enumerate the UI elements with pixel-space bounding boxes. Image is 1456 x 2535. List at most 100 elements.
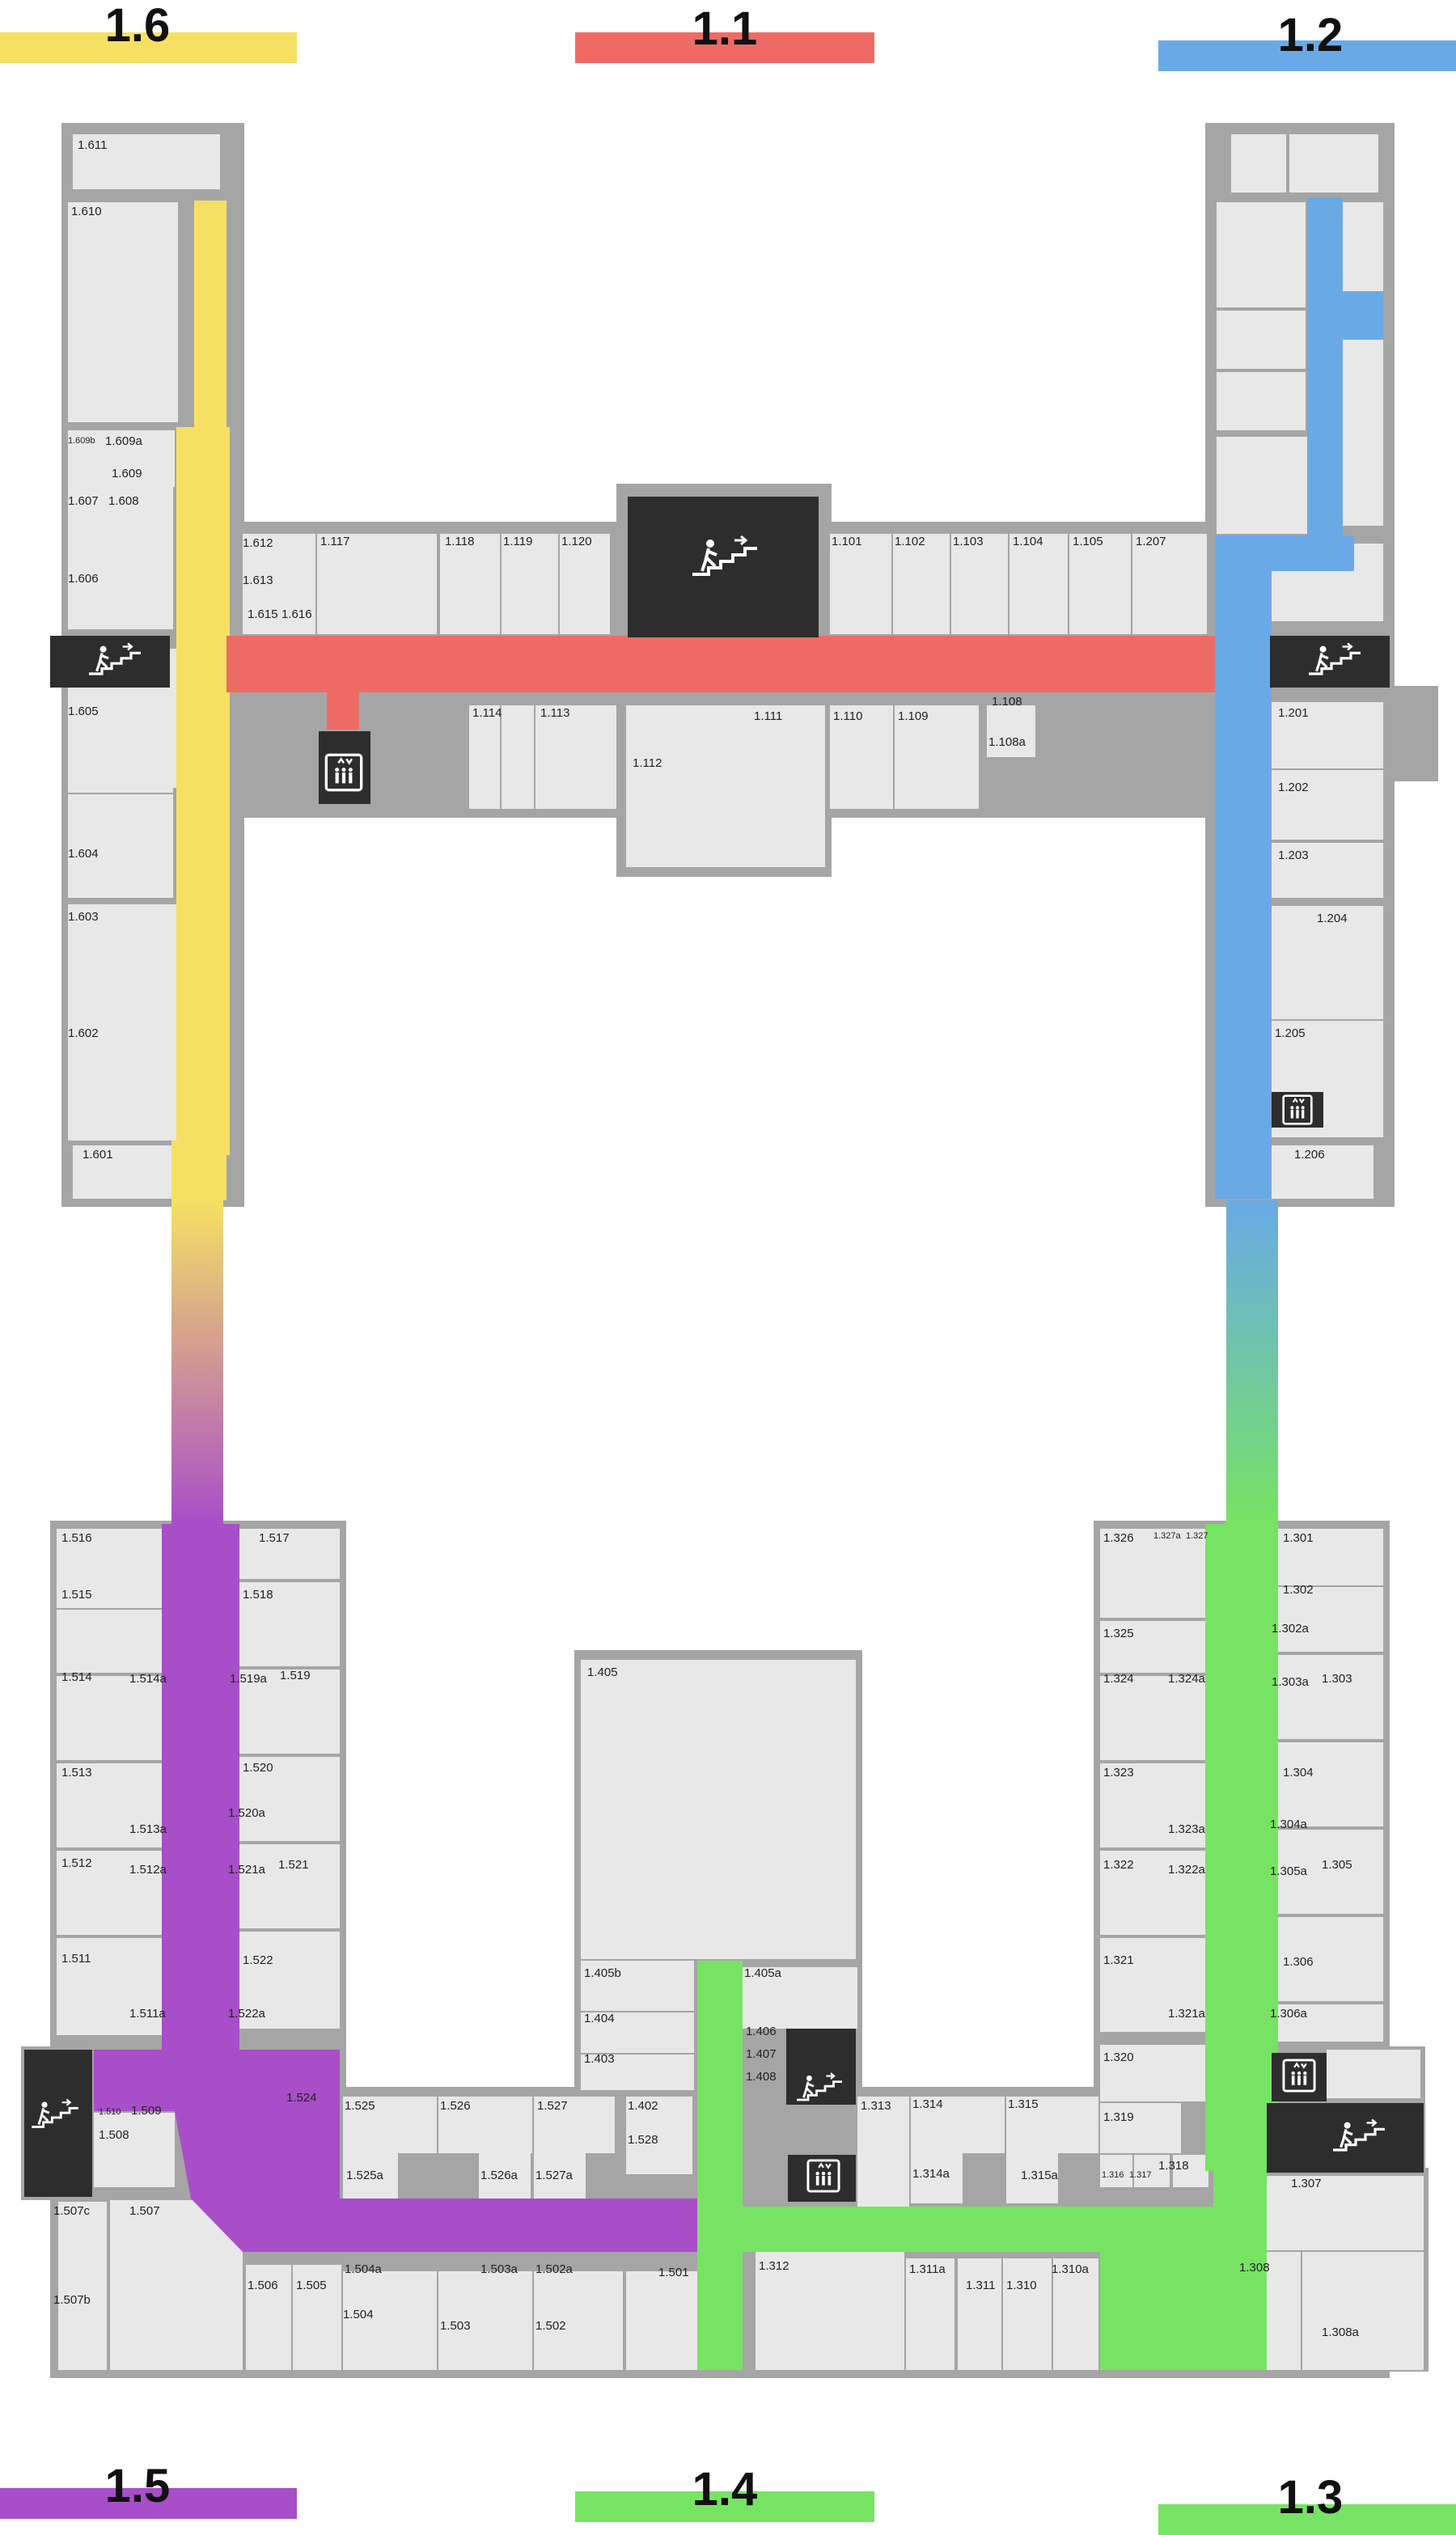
room-label: 1.325 [1103, 1627, 1134, 1640]
room-label: 1.527 [537, 2099, 568, 2113]
room-label: 1.304a [1270, 1818, 1308, 1831]
room-label: 1.509 [131, 2104, 162, 2118]
connector-1.2-1.3 [1226, 1200, 1278, 1524]
room-label: 1.510 [99, 2107, 121, 2117]
corridor-1.2-upper [1307, 197, 1343, 537]
room-label: 1.311a [909, 2262, 946, 2276]
room-label: 1.504 [343, 2308, 374, 2321]
room-label: 1.511a [129, 2007, 166, 2021]
room-label: 1.516 [61, 1531, 92, 1545]
room-label: 1.307 [1291, 2177, 1322, 2190]
stairwell-south [786, 2029, 856, 2105]
room-label: 1.114 [472, 706, 502, 720]
room-label: 1.310a [1052, 2262, 1090, 2276]
corridor-1.5 [162, 1524, 239, 2050]
room-label: 1.507 [129, 2204, 160, 2218]
room-label: 1.603 [68, 910, 99, 924]
room-label: 1.404 [584, 2012, 615, 2025]
corridor-1.2-join [1262, 535, 1354, 571]
room-label: 1.514 [61, 1670, 92, 1684]
room-label: 1.606 [68, 572, 99, 586]
room-label: 1.308 [1239, 2261, 1270, 2275]
room-label: 1.513 [61, 1766, 92, 1780]
room-label: 1.102 [895, 535, 925, 548]
room-label: 1.303a [1272, 1675, 1310, 1689]
stairwell-east [1270, 636, 1390, 688]
room-label: 1.306 [1283, 1955, 1314, 1969]
elevator-south [788, 2155, 856, 2202]
room-label: 1.610 [71, 205, 102, 218]
room-label: 1.405b [584, 1966, 621, 1980]
corridor-1.3 [1205, 1524, 1278, 2171]
corridor-1.6-link [171, 1141, 223, 1200]
room-label: 1.522 [243, 1953, 273, 1967]
room-label: 1.601 [83, 1148, 113, 1162]
room-label: 1.321 [1103, 1953, 1134, 1967]
room-label: 1.507c [53, 2204, 91, 2218]
room-label: 1.305a [1270, 1864, 1308, 1878]
room-label: 1.405 [587, 1665, 618, 1679]
room-label: 1.302 [1283, 1583, 1314, 1597]
room-label: 1.314a [912, 2167, 950, 2181]
room-label: 1.326 [1103, 1531, 1134, 1545]
room-label: 1.104 [1013, 535, 1043, 548]
room-label: 1.501 [658, 2266, 689, 2279]
room-label: 1.108a [988, 735, 1026, 749]
room-label: 1.408 [746, 2070, 777, 2084]
room-label: 1.322 [1103, 1858, 1134, 1872]
room-label: 1.118 [445, 535, 474, 548]
room-label: 1.503a [480, 2262, 518, 2276]
room-label: 1.612 [243, 536, 273, 550]
room-label: 1.522a [228, 2007, 266, 2021]
room-label: 1.205 [1275, 1026, 1306, 1040]
room-label: 1.301 [1283, 1531, 1314, 1545]
corridor-1.1 [226, 636, 1223, 692]
room-label: 1.519 [280, 1669, 311, 1682]
room-label: 1.507b [53, 2293, 91, 2307]
room-label: 1.526 [440, 2099, 471, 2113]
room-label: 1.203 [1278, 849, 1309, 862]
room-label: 1.313 [861, 2099, 891, 2113]
room-label: 1.119 [503, 535, 532, 548]
room-label: 1.109 [898, 709, 929, 723]
room-label: 1.506 [248, 2279, 278, 2292]
room-label: 1.204 [1317, 912, 1348, 925]
room-label: 1.319 [1103, 2110, 1134, 2124]
corridor-1.2-lower [1215, 535, 1272, 1199]
room-label: 1.611 [78, 138, 107, 152]
room-label: 1.502a [535, 2262, 574, 2276]
room-label: 1.120 [561, 535, 592, 548]
room-label: 1.323a [1168, 1822, 1206, 1836]
room-label: 1.303 [1322, 1672, 1352, 1686]
room-label: 1.503 [440, 2319, 471, 2333]
room-label: 1.521 [278, 1858, 309, 1872]
room-label: 1.327a [1153, 1531, 1182, 1541]
corridor-1.1-stub [327, 684, 359, 730]
room-label: 1.605 [68, 705, 99, 718]
room-label: 1.513a [129, 1822, 167, 1836]
room-label: 1.511 [61, 1952, 91, 1966]
room-label: 1.521a [228, 1863, 266, 1877]
room-label: 1.520a [228, 1806, 266, 1820]
room-label: 1.324 [1103, 1672, 1134, 1686]
room-label: 1.515 [61, 1588, 92, 1602]
room-label: 1.318 [1158, 2159, 1189, 2173]
room-label: 1.502 [535, 2319, 566, 2333]
room-label: 1.201 [1278, 706, 1309, 720]
room-label: 1.514a [129, 1672, 167, 1686]
room-label: 1.312 [759, 2259, 789, 2273]
room-label: 1.604 [68, 847, 99, 861]
room-label: 1.308a [1322, 2326, 1360, 2339]
room-label: 1.608 [108, 494, 139, 508]
room-label: 1.315 [1008, 2097, 1039, 2111]
room-label: 1.112 [633, 756, 662, 770]
room-label: 1.615 [248, 607, 278, 621]
room-label: 1.616 [281, 607, 312, 621]
stairwell-southwest [24, 2050, 92, 2197]
room-label: 1.317 [1129, 2170, 1152, 2180]
room-label: 1.310 [1006, 2279, 1037, 2292]
room-label: 1.525a [346, 2169, 384, 2182]
room-label: 1.512 [61, 1856, 92, 1870]
room-label: 1.207 [1136, 535, 1166, 548]
room-label: 1.609 [112, 467, 142, 480]
